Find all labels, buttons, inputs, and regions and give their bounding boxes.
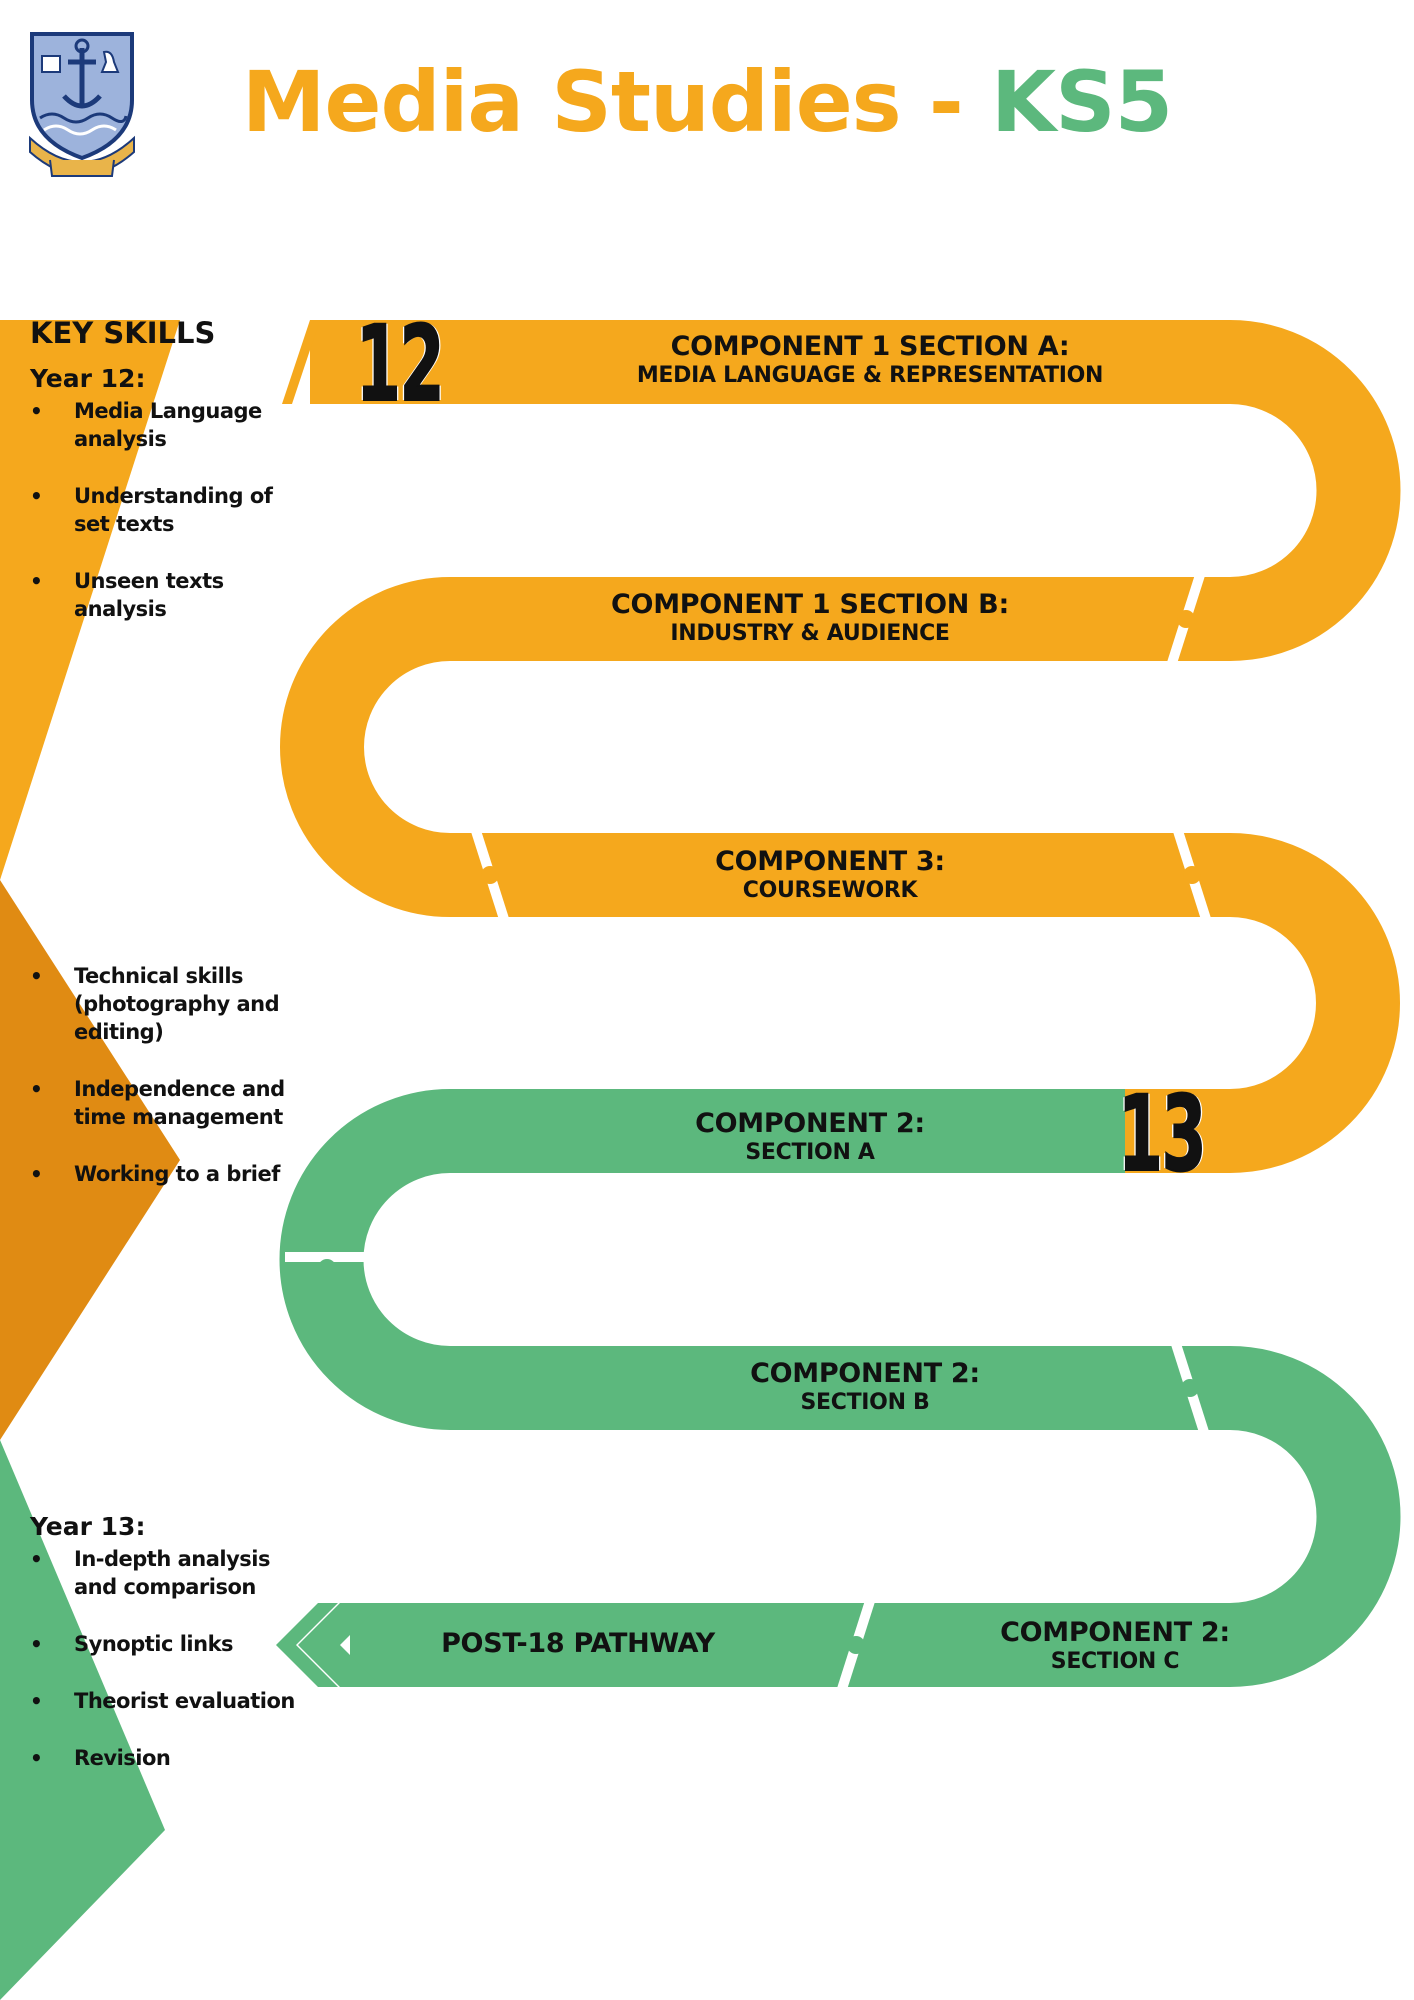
year13-skill-list: In-depth analysis and comparison Synopti… — [30, 1545, 300, 1772]
logo-waves — [39, 112, 128, 124]
list-item: In-depth analysis and comparison — [30, 1545, 300, 1601]
stage-subtitle: INDUSTRY & AUDIENCE — [670, 621, 950, 646]
list-item: Revision — [30, 1744, 300, 1772]
road-year12 — [280, 320, 1401, 1173]
stage-title: COMPONENT 2: — [695, 1108, 925, 1139]
logo-anchor — [62, 48, 102, 109]
stage-component2-section-c: COMPONENT 2: SECTION C — [905, 1618, 1325, 1676]
end-chevron-1 — [298, 1603, 382, 1687]
list-item: Media Language analysis — [30, 397, 300, 453]
year12-skill-list: Media Language analysis Understanding of… — [30, 397, 300, 623]
page-title-key-stage: KS5 — [991, 53, 1173, 151]
stage-subtitle: COURSEWORK — [742, 878, 918, 903]
puzzle-knobs — [318, 610, 1201, 1654]
stage-title: COMPONENT 2: — [1000, 1617, 1230, 1648]
stage-post18-pathway: POST-18 PATHWAY — [388, 1629, 768, 1659]
stage-title: COMPONENT 1 SECTION A: — [670, 331, 1070, 362]
stage-title: POST-18 PATHWAY — [441, 1628, 715, 1659]
road-year13 — [279, 1089, 1401, 1687]
stage-component3: COMPONENT 3: COURSEWORK — [580, 847, 1080, 905]
year12-skills: Year 12: Media Language analysis Underst… — [30, 364, 300, 652]
stage-subtitle: SECTION C — [1050, 1649, 1180, 1674]
list-item: Theorist evaluation — [30, 1687, 300, 1715]
stage-title: COMPONENT 1 SECTION B: — [611, 589, 1009, 620]
year13-skills: Year 13: In-depth analysis and compariso… — [30, 1512, 300, 1801]
stage-subtitle: SECTION B — [800, 1390, 930, 1415]
list-item: Understanding of set texts — [30, 482, 300, 538]
road-start-slant — [282, 320, 320, 404]
stage-component1-section-b: COMPONENT 1 SECTION B: INDUSTRY & AUDIEN… — [520, 590, 1100, 648]
list-item: Independence and time management — [30, 1075, 300, 1131]
year13-marker: 13 — [1117, 1073, 1207, 1195]
middle-skills: Technical skills (photography and editin… — [30, 962, 300, 1217]
list-item: Synoptic links — [30, 1630, 300, 1658]
year12-marker: 12 — [355, 303, 445, 425]
key-skills-heading: KEY SKILLS — [30, 316, 216, 350]
year12-label: Year 12: — [30, 364, 146, 393]
page-title: Media Studies - KS5 — [0, 52, 1414, 153]
list-item: Technical skills (photography and editin… — [30, 962, 300, 1046]
year13-label: Year 13: — [30, 1512, 146, 1541]
stage-subtitle: SECTION A — [745, 1140, 875, 1165]
logo-tower — [41, 55, 61, 73]
stage-component2-section-a: COMPONENT 2: SECTION A — [600, 1109, 1020, 1167]
stage-component2-section-b: COMPONENT 2: SECTION B — [655, 1359, 1075, 1417]
list-item: Unseen texts analysis — [30, 567, 300, 623]
stage-subtitle: MEDIA LANGUAGE & REPRESENTATION — [636, 363, 1104, 388]
school-logo — [29, 32, 135, 177]
stage-component1-section-a: COMPONENT 1 SECTION A: MEDIA LANGUAGE & … — [560, 332, 1180, 390]
middle-skill-list: Technical skills (photography and editin… — [30, 962, 300, 1188]
logo-bell — [100, 50, 120, 73]
page-title-main: Media Studies - — [241, 53, 992, 151]
stage-title: COMPONENT 3: — [715, 846, 945, 877]
stage-title: COMPONENT 2: — [750, 1358, 980, 1389]
list-item: Working to a brief — [30, 1160, 300, 1188]
